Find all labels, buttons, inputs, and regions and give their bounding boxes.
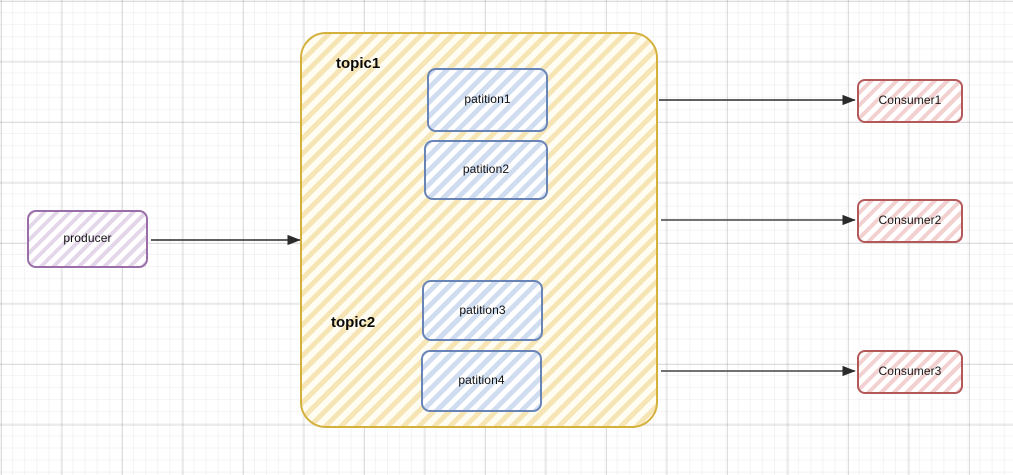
consumer3-label: Consumer3 bbox=[878, 364, 942, 379]
partition1-node[interactable]: patition1 bbox=[427, 68, 548, 132]
consumer3-node[interactable]: Consumer3 bbox=[857, 350, 963, 394]
partition3-label: patition3 bbox=[459, 302, 506, 317]
producer-label: producer bbox=[63, 231, 112, 246]
partition3-node[interactable]: patition3 bbox=[422, 280, 543, 341]
consumer2-node[interactable]: Consumer2 bbox=[857, 199, 963, 243]
partition4-node[interactable]: patition4 bbox=[421, 350, 542, 412]
consumer1-node[interactable]: Consumer1 bbox=[857, 79, 963, 123]
topic2-label: topic2 bbox=[331, 314, 376, 331]
partition4-label: patition4 bbox=[458, 373, 505, 388]
topic1-label: topic1 bbox=[336, 55, 381, 72]
partition2-label: patition2 bbox=[462, 162, 510, 177]
consumer1-label: Consumer1 bbox=[878, 93, 942, 108]
partition2-node[interactable]: patition2 bbox=[424, 140, 548, 200]
partition1-label: patition1 bbox=[464, 92, 511, 107]
producer-node[interactable]: producer bbox=[27, 210, 148, 268]
consumer2-label: Consumer2 bbox=[878, 213, 942, 228]
